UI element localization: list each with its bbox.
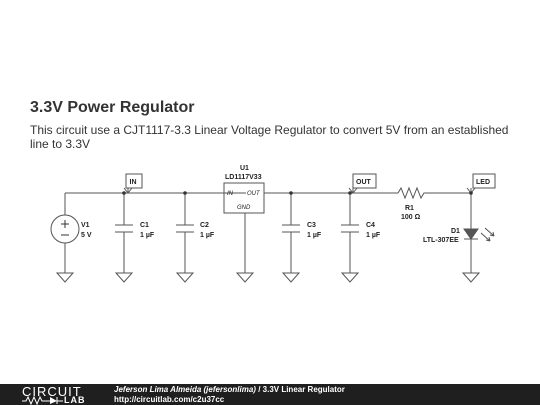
r1-resistor-zigzag (397, 186, 426, 200)
c4-ref: C4 (366, 222, 375, 229)
junction-led-net (469, 191, 473, 195)
ground-v1 (55, 272, 75, 283)
footer-separator: / (255, 385, 263, 394)
net-label-out-box (352, 173, 377, 189)
c3-value: 1 µF (307, 232, 322, 239)
schematic: IN OUT LED U1 LD1117V33 V1 5 V C1 1 µF C… (50, 165, 496, 283)
u1-pin-gnd: GND (237, 205, 251, 211)
ground-c1 (114, 272, 134, 283)
circuitlab-logo[interactable]: CIRCUIT LAB (22, 384, 94, 405)
page-title: 3.3V Power Regulator (30, 99, 195, 116)
c1-ref: C1 (140, 222, 149, 229)
logo-text-circuit: CIRCUIT (22, 384, 82, 399)
c4-plates (341, 224, 359, 233)
u1-ref: U1 (240, 165, 249, 172)
r1-value: 100 Ω (401, 214, 421, 221)
net-label-out: OUT (356, 179, 372, 186)
project-url-link[interactable]: http://circuitlab.com/c2u37cc (114, 395, 225, 404)
c1-value: 1 µF (140, 232, 155, 239)
net-flag-out (348, 187, 358, 194)
junction-out-net (348, 191, 352, 195)
v1-value: 5 V (81, 232, 92, 239)
c4-value: 1 µF (366, 232, 381, 239)
ground-c3 (281, 272, 301, 283)
resistor-diode-logo-icon (22, 396, 63, 405)
d1-ref: D1 (451, 228, 460, 235)
u1-body (223, 182, 265, 214)
c2-plates (176, 224, 194, 233)
c1-plates (115, 224, 133, 233)
footer-credit: Jeferson Lima Almeida (jefersonlima) / 3… (114, 385, 345, 394)
c2-ref: C2 (200, 222, 209, 229)
page-description: This circuit use a CJT1117-3.3 Linear Vo… (30, 123, 509, 151)
v1-plus-sign (61, 220, 69, 228)
led-emission-arrow-2 (484, 227, 495, 237)
ground-u1 (235, 272, 255, 283)
v1-source-symbol (50, 214, 80, 244)
v1-ref: V1 (81, 222, 90, 229)
footer-bar: CIRCUIT LAB Jeferson Lima Almeida (jefer… (0, 384, 540, 405)
c3-plates (282, 224, 300, 233)
junction-in-net (122, 191, 126, 195)
junction-c2 (183, 191, 187, 195)
u1-pin-in: IN (227, 191, 234, 197)
d1-led-triangle (463, 228, 479, 240)
u1-pin-out: OUT (247, 191, 261, 197)
author-link[interactable]: Jeferson Lima Almeida (jefersonlima) (114, 385, 256, 394)
logo-text-lab: LAB (64, 395, 86, 405)
net-label-in: IN (130, 179, 137, 186)
u1-part: LD1117V33 (225, 174, 262, 181)
c3-ref: C3 (307, 222, 316, 229)
project-title-link[interactable]: 3.3V Linear Regulator (262, 385, 345, 394)
junction-c3 (289, 191, 293, 195)
net-flag-in (123, 187, 133, 194)
led-emission-arrow-1 (480, 232, 491, 242)
c2-value: 1 µF (200, 232, 215, 239)
d1-part: LTL-307EE (423, 237, 459, 244)
r1-ref: R1 (405, 205, 414, 212)
net-label-in-box (125, 173, 143, 189)
ground-c2 (175, 272, 195, 283)
ground-c4 (340, 272, 360, 283)
ground-d1 (461, 272, 481, 283)
net-label-led-box (472, 173, 496, 189)
net-label-led: LED (476, 179, 490, 186)
